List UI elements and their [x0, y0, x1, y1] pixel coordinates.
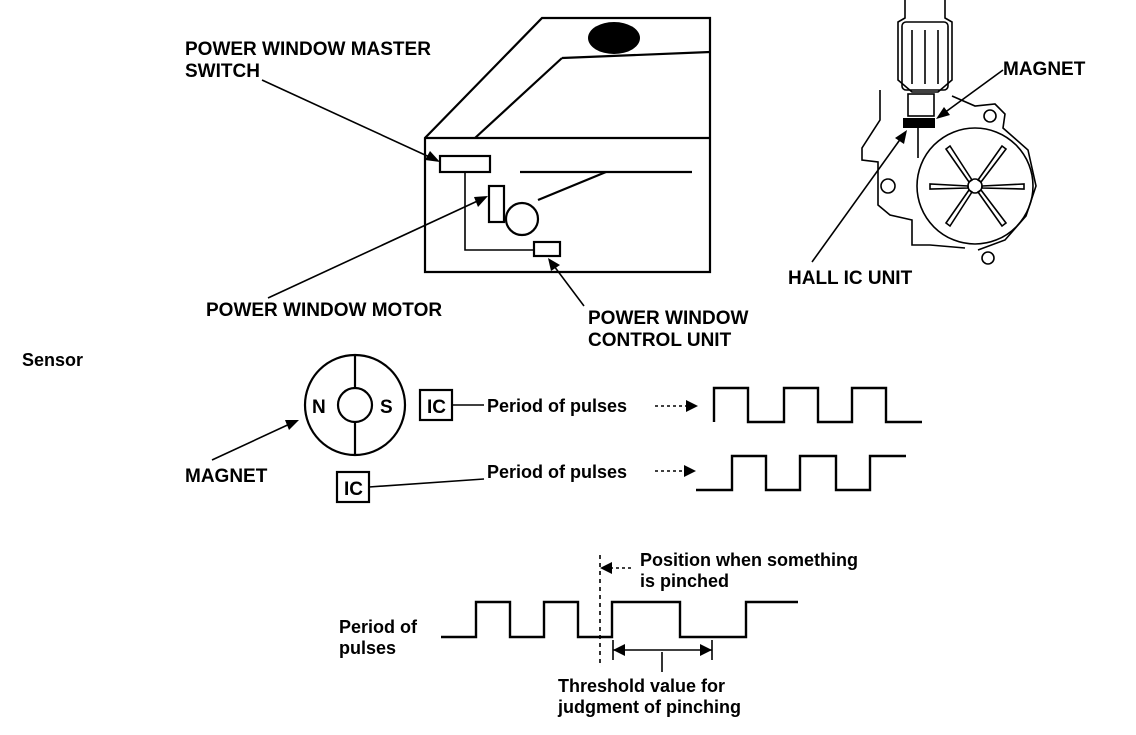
door-outline: [423, 16, 712, 274]
pinched-label-line1: Position when something: [640, 550, 858, 570]
magnet-ring: [903, 118, 935, 128]
pole-n-label: N: [312, 397, 326, 418]
harness-wire: [464, 172, 534, 251]
ic-2-label: IC: [344, 479, 363, 500]
threshold-label-line2: judgment of pinching: [557, 697, 741, 717]
hall-ic-sensor-body: [907, 93, 935, 117]
control-unit-label-line1: POWER WINDOW: [588, 308, 748, 329]
armature: [901, 21, 949, 91]
window-frame-top: [561, 50, 711, 60]
magnet-top-label: MAGNET: [1003, 59, 1086, 80]
threshold-dimension: [612, 640, 713, 672]
mount-hole-top: [983, 109, 997, 123]
mount-hole-left: [880, 178, 896, 194]
magnet-leader-arrow: [211, 420, 299, 461]
regulator-arm: [537, 170, 607, 202]
threshold-label-line1: Threshold value for: [558, 676, 725, 696]
master-switch-label-line2: SWITCH: [185, 61, 260, 82]
sensor-heading: Sensor: [22, 350, 83, 370]
period-2-label: Period of pulses: [487, 462, 627, 482]
motor-detail-illustration: [861, 0, 1037, 265]
period-bottom-label-line2: pulses: [339, 638, 396, 658]
pulse-train-2: [696, 454, 906, 492]
gearbox-housing-left: [861, 90, 966, 249]
magnet-bottom-label: MAGNET: [185, 466, 268, 487]
motor-label: POWER WINDOW MOTOR: [206, 300, 442, 321]
leader-arrows-top: [261, 69, 1004, 307]
motor-body: [487, 184, 506, 224]
period-bottom-label-line1: Period of: [339, 617, 418, 637]
pulse-train-1: [712, 386, 922, 424]
window-frame-inner: [474, 57, 563, 139]
gearbox-housing-right: [951, 95, 1037, 251]
motor-gear: [504, 201, 540, 237]
period-1-arrow: [655, 400, 698, 412]
pinched-label-line2: is pinched: [640, 571, 729, 591]
magnet-hub: [336, 386, 374, 424]
ic-1-label: IC: [427, 397, 446, 418]
pulse-train-pinch: [441, 600, 798, 639]
door-mirror: [588, 22, 640, 54]
hall-ic-label: HALL IC UNIT: [788, 268, 913, 289]
master-switch-box: [438, 154, 492, 174]
worm-wheel: [916, 127, 1034, 245]
master-switch-label-line1: POWER WINDOW MASTER: [185, 39, 431, 60]
motor-housing: [897, 0, 953, 93]
door-illustration: [423, 16, 712, 274]
period-1-label: Period of pulses: [487, 396, 627, 416]
sensor-magnet: [303, 353, 407, 457]
control-unit-box: [532, 240, 562, 258]
ic2-lead: [368, 478, 485, 488]
pole-s-label: S: [380, 397, 393, 418]
period-2-arrow: [655, 465, 696, 477]
mount-hole-bottom: [981, 251, 995, 265]
wheel-spokes: [929, 144, 1025, 228]
control-unit-label-line2: CONTROL UNIT: [588, 330, 732, 351]
pinch-position-arrow: [600, 562, 634, 574]
